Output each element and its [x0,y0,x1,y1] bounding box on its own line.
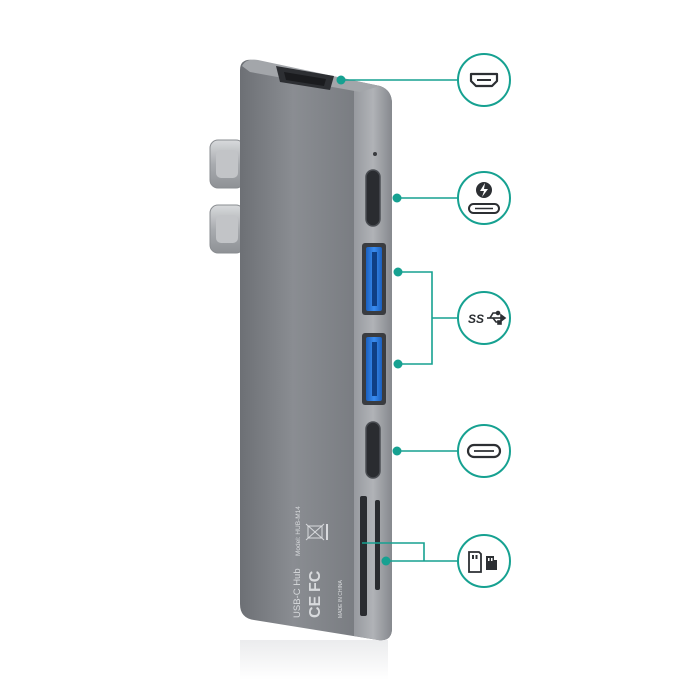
usb-c-port-1 [365,169,381,227]
microsd-card-slot [375,500,380,590]
status-led [373,152,377,156]
thunderbolt-plugs [209,139,245,254]
fc-mark: FC [307,570,324,592]
hdmi-icon [457,53,511,107]
hdmi-port [276,66,334,90]
ce-mark: CE [307,595,324,618]
callout-lines [341,79,458,562]
usb-c-icon [457,424,511,478]
usb-c-hub: USB-C Hub Model: HUB-M14 CE FC MADE IN C… [240,59,392,641]
usb-a-port-2 [362,333,386,405]
hub-reflection [240,640,388,680]
usb-c-port-2 [365,421,381,479]
superspeed-usb-icon: SS [457,291,511,345]
sd-card-slot [360,496,367,616]
callout-dots [336,75,403,566]
sd-microsd-card-icon [457,534,511,588]
weee-bin-icon [305,523,328,541]
hub-model-label: Model: HUB-M14 [295,506,302,556]
thunderbolt-usb-c-icon [457,171,511,225]
hub-name-label: USB-C Hub [292,568,303,618]
ss-text: SS [468,312,484,326]
made-in-china-label: MADE IN CHINA [338,580,344,618]
usb-a-port-1 [362,243,386,315]
hub-printed-label: USB-C Hub Model: HUB-M14 CE FC MADE IN C… [292,506,344,618]
